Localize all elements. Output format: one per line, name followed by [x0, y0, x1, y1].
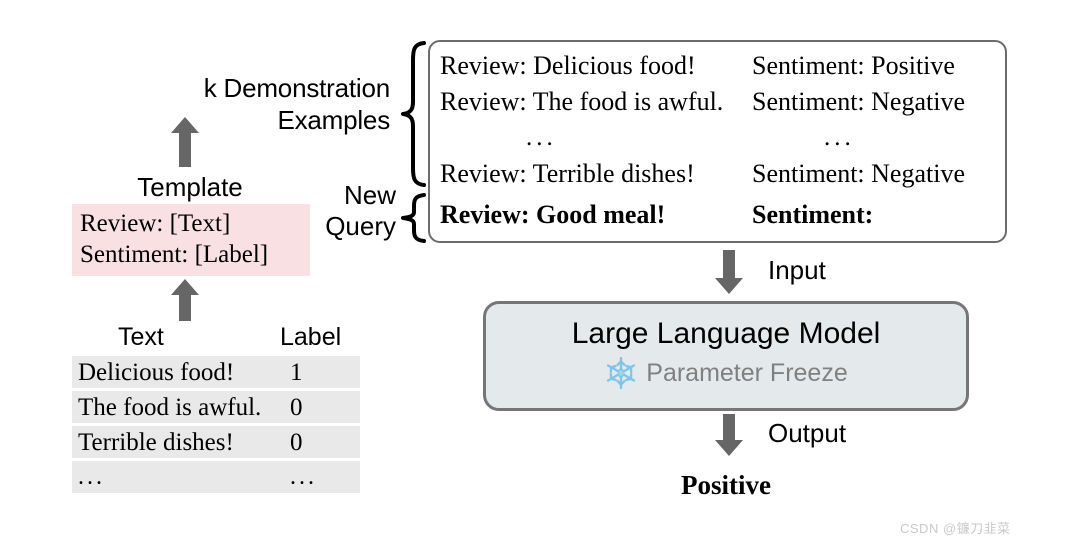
k-demonstration-line-2: Examples [277, 105, 390, 135]
brace-demonstration-examples-icon [400, 40, 426, 193]
table-cell-label: 1 [290, 359, 303, 386]
snowflake-icon [604, 356, 638, 390]
arrow-down-output-icon [714, 413, 744, 457]
prompt-review-text: Review: Good meal! [440, 200, 666, 229]
prompt-box: Review: Delicious food! Sentiment: Posit… [428, 40, 1007, 243]
arrow-up-template-to-examples-icon [170, 116, 200, 168]
prompt-sentiment-text: ... [824, 124, 855, 151]
table-cell-label: 0 [290, 394, 303, 421]
parameter-freeze-row: Parameter Freeze [486, 356, 966, 390]
k-demonstration-line-1: k Demonstration [203, 73, 391, 103]
example-table: Delicious food! 1 The food is awful. 0 T… [72, 356, 360, 496]
template-box: Review: [Text] Sentiment: [Label] [72, 204, 310, 276]
brace-new-query-icon [400, 192, 426, 249]
parameter-freeze-label: Parameter Freeze [646, 359, 848, 387]
table-cell-text: ... [78, 464, 105, 490]
table-header-text: Text [118, 323, 164, 351]
prompt-review-text: ... [526, 124, 557, 151]
template-review-line: Review: [Text] [80, 210, 231, 237]
table-cell-text: Delicious food! [78, 359, 235, 386]
table-cell-text: The food is awful. [78, 394, 262, 421]
watermark: CSDN @镰刀韭菜 [900, 521, 1011, 536]
new-query-label: New Query [300, 180, 396, 242]
table-cell-text: Terrible dishes! [78, 429, 234, 456]
prompt-sentiment-text: Sentiment: Negative [752, 159, 966, 188]
table-row-ellipsis: ... ... [72, 461, 360, 493]
prompt-review-text: Review: The food is awful. [440, 87, 724, 116]
prompt-sentiment-text: Sentiment: [752, 200, 874, 229]
new-query-line-1: New [343, 180, 396, 210]
prompt-row: Review: Terrible dishes! Sentiment: Nega… [430, 156, 1005, 192]
prompt-row: Review: The food is awful. Sentiment: Ne… [430, 84, 1005, 120]
input-label: Input [768, 255, 826, 285]
table-cell-label: ... [290, 464, 317, 490]
table-row: The food is awful. 0 [72, 391, 360, 423]
prompt-review-text: Review: Terrible dishes! [440, 159, 695, 188]
table-cell-label: 0 [290, 429, 303, 456]
new-query-line-2: Query [325, 211, 396, 241]
prompt-row-ellipsis: ... ... [430, 120, 1005, 156]
table-row: Delicious food! 1 [72, 356, 360, 388]
template-sentiment-line: Sentiment: [Label] [80, 241, 269, 268]
arrow-up-table-to-template-icon [170, 278, 200, 322]
table-header-label: Label [280, 323, 342, 351]
template-caption: Template [137, 172, 243, 202]
prompt-row-new-query: Review: Good meal! Sentiment: [430, 197, 1005, 233]
arrow-down-input-icon [714, 249, 744, 295]
prompt-review-text: Review: Delicious food! [440, 51, 696, 80]
example-table-header: Text Label [72, 322, 360, 352]
final-output-text: Positive [681, 470, 771, 500]
prompt-row: Review: Delicious food! Sentiment: Posit… [430, 48, 1005, 84]
k-demonstration-examples-label: k Demonstration Examples [80, 72, 391, 136]
large-language-model-box: Large Language Model [483, 301, 969, 411]
prompt-sentiment-text: Sentiment: Negative [752, 87, 966, 116]
table-row: Terrible dishes! 0 [72, 426, 360, 458]
output-label: Output [768, 418, 847, 448]
prompt-sentiment-text: Sentiment: Positive [752, 51, 955, 80]
llm-title: Large Language Model [571, 317, 881, 350]
